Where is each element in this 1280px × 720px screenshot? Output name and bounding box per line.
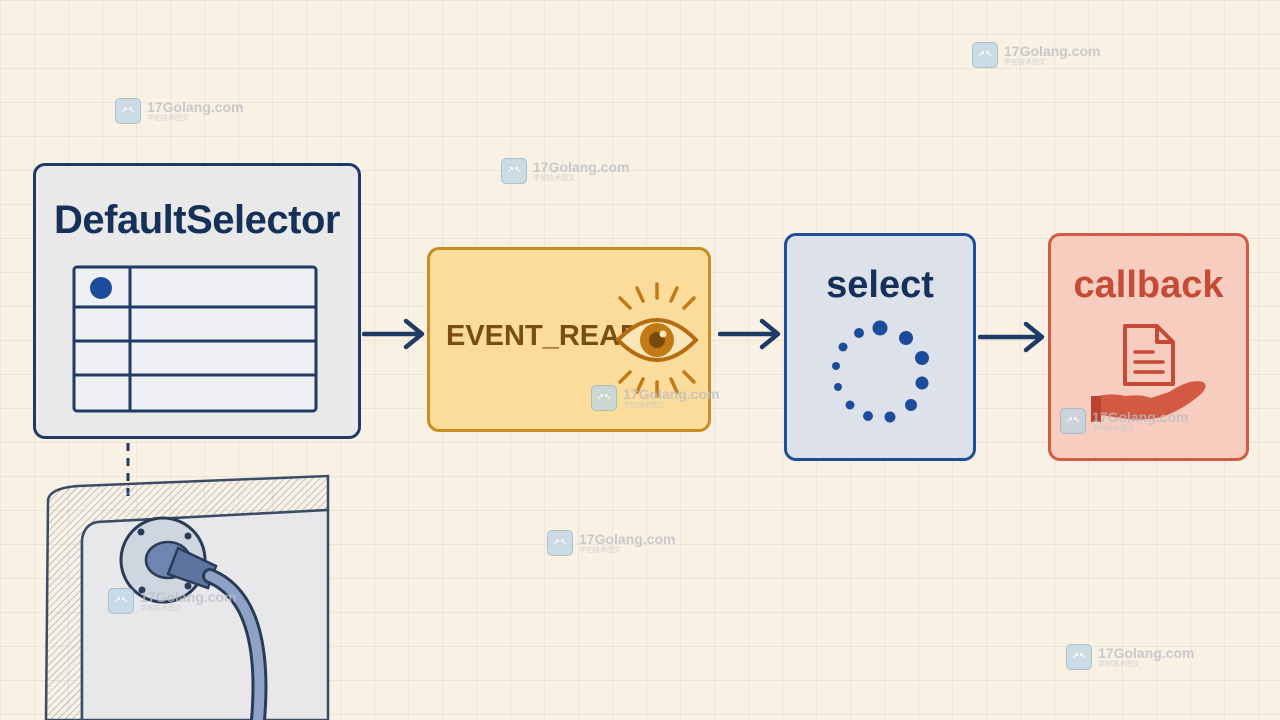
table-icon [72, 265, 318, 413]
watermark-text: 17Golang.com [1004, 42, 1101, 59]
watermark-logo-icon: ↗↖ [501, 158, 527, 184]
watermark-subtext: 学创技术图文 [623, 400, 665, 409]
select-box: select [784, 233, 976, 461]
watermark: ↗↖ 17Golang.com 学创技术图文 [1060, 408, 1188, 434]
watermark: ↗↖ 17Golang.com 学创技术图文 [1066, 644, 1194, 670]
watermark-logo-icon: ↗↖ [1066, 644, 1092, 670]
event-read-label: EVENT_READ [446, 320, 641, 352]
arrow-right-icon [362, 318, 425, 350]
watermark-subtext: 学创技术图文 [140, 603, 182, 612]
watermark-logo-icon: ↗↖ [115, 98, 141, 124]
watermark-subtext: 学创技术图文 [1098, 659, 1140, 668]
spinner-icon [832, 320, 929, 423]
select-label: select [826, 264, 934, 306]
arrow-right-icon [718, 318, 781, 350]
watermark: ↗↖ 17Golang.com 学创技术图文 [501, 158, 629, 184]
watermark-subtext: 学创技术图文 [147, 113, 189, 122]
watermark-text: 17Golang.com [623, 385, 720, 402]
watermark-logo-icon: ↗↖ [972, 42, 998, 68]
watermark: ↗↖ 17Golang.com 学创技术图文 [591, 385, 719, 411]
watermark-logo-icon: ↗↖ [1060, 408, 1086, 434]
watermark-text: 17Golang.com [1092, 408, 1189, 425]
watermark-text: 17Golang.com [1098, 644, 1195, 661]
watermark-logo-icon: ↗↖ [108, 588, 134, 614]
watermark-logo-icon: ↗↖ [547, 530, 573, 556]
watermark: ↗↖ 17Golang.com 学创技术图文 [547, 530, 675, 556]
watermark-text: 17Golang.com [579, 530, 676, 547]
socket-plug-icon [44, 474, 330, 720]
watermark-text: 17Golang.com [140, 588, 237, 605]
watermark-subtext: 学创技术图文 [533, 173, 575, 182]
event-read-box: EVENT_READ [427, 247, 711, 432]
watermark-text: 17Golang.com [533, 158, 630, 175]
watermark-subtext: 学创技术图文 [1004, 57, 1046, 66]
eye-icon [615, 282, 699, 398]
watermark-logo-icon: ↗↖ [591, 385, 617, 411]
watermark: ↗↖ 17Golang.com 学创技术图文 [115, 98, 243, 124]
watermark-subtext: 学创技术图文 [579, 545, 621, 554]
watermark-text: 17Golang.com [147, 98, 244, 115]
hand-icon [1093, 381, 1206, 420]
watermark: ↗↖ 17Golang.com 学创技术图文 [108, 588, 236, 614]
callback-label: callback [1073, 264, 1224, 306]
default-selector-box: DefaultSelector [33, 163, 361, 439]
arrow-right-icon [978, 321, 1045, 353]
watermark-subtext: 学创技术图文 [1092, 423, 1134, 432]
default-selector-label: DefaultSelector [54, 198, 340, 242]
document-icon [1091, 324, 1206, 422]
watermark: ↗↖ 17Golang.com 学创技术图文 [972, 42, 1100, 68]
